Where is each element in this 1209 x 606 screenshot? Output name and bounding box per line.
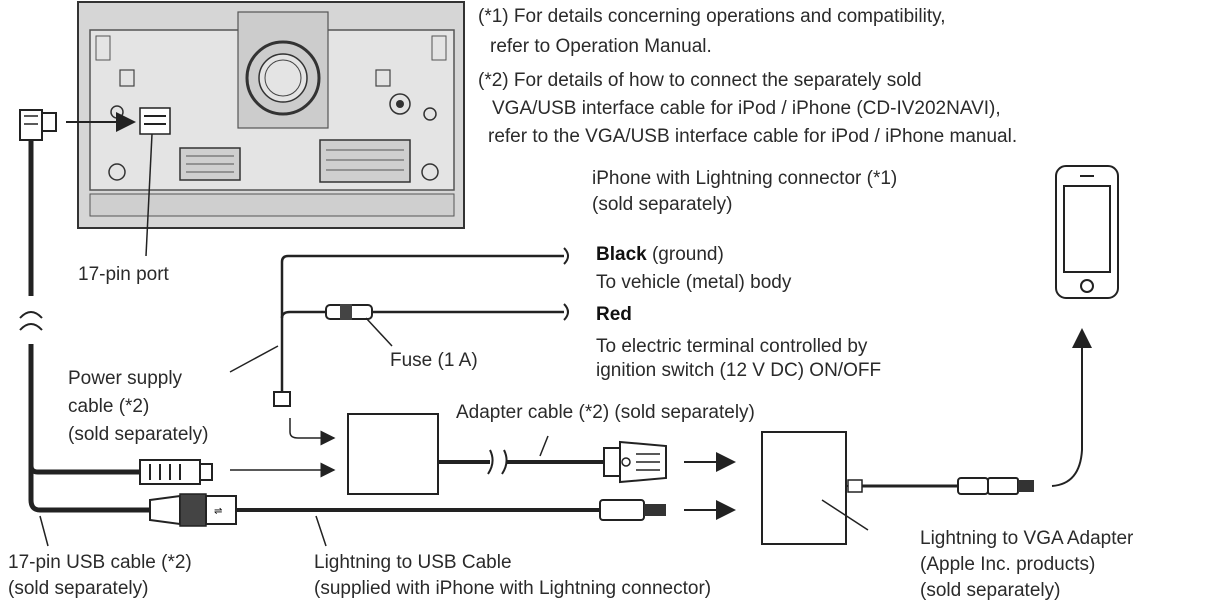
black-wire-label: Black (ground) bbox=[596, 244, 724, 266]
fuse-label: Fuse (1 A) bbox=[390, 350, 478, 371]
iphone-icon bbox=[1055, 165, 1119, 299]
power-cable-label-line2: cable (*2) bbox=[68, 396, 150, 417]
iphone-label-line2: (sold separately) bbox=[592, 194, 733, 215]
note2-line3: refer to the VGA/USB interface cable for… bbox=[488, 126, 1018, 147]
lightning-vga-adapter bbox=[761, 431, 847, 545]
usb-receptacle-icon: ⇌ bbox=[149, 493, 237, 527]
head-unit-rear-panel bbox=[77, 1, 465, 229]
17-pin-plug-icon bbox=[19, 109, 57, 141]
red-wire-desc2: ignition switch (12 V DC) ON/OFF bbox=[596, 360, 882, 381]
adapter-cable-label: Adapter cable (*2) (sold separately) bbox=[456, 402, 755, 423]
vga-plug-icon bbox=[603, 440, 667, 484]
svg-text:⇌: ⇌ bbox=[214, 506, 222, 517]
note1-line2: refer to Operation Manual. bbox=[490, 36, 712, 57]
vga-adapter-label-line1: Lightning to VGA Adapter bbox=[920, 528, 1134, 549]
iphone-label-line1: iPhone with Lightning connector (*1) bbox=[592, 168, 898, 189]
lightning-plug-icon bbox=[599, 499, 666, 521]
vga-adapter-label-line3: (sold separately) bbox=[920, 580, 1061, 601]
black-wire-desc: To vehicle (metal) body bbox=[596, 272, 792, 293]
red-wire-label: Red bbox=[596, 304, 632, 325]
red-wire-desc1: To electric terminal controlled by bbox=[596, 336, 868, 357]
black-wire-ground: (ground) bbox=[651, 244, 724, 265]
power-cable-label-line3: (sold separately) bbox=[68, 424, 209, 445]
usb17-cable-label-line2: (sold separately) bbox=[8, 578, 149, 599]
black-wire-color: Black bbox=[596, 244, 647, 265]
note2-line1: (*2) For details of how to connect the s… bbox=[478, 70, 922, 91]
note1-line1: (*1) For details concerning operations a… bbox=[478, 6, 946, 27]
note2-line2: VGA/USB interface cable for iPod / iPhon… bbox=[492, 98, 1001, 119]
usb17-cable-label-line1: 17-pin USB cable (*2) bbox=[8, 552, 192, 573]
cooling-fan-icon bbox=[245, 40, 321, 116]
power-cable-label-line1: Power supply bbox=[68, 368, 183, 389]
fuse-icon bbox=[325, 304, 373, 320]
interface-box bbox=[347, 413, 439, 495]
lightning-usb-label-line2: (supplied with iPhone with Lightning con… bbox=[314, 578, 712, 599]
vga-adapter-label-line2: (Apple Inc. products) bbox=[920, 554, 1096, 575]
usb-plug-icon bbox=[139, 459, 213, 485]
17-pin-port-label: 17-pin port bbox=[78, 264, 169, 285]
17-pin-port bbox=[139, 107, 171, 135]
lightning-usb-label-line1: Lightning to USB Cable bbox=[314, 552, 512, 573]
